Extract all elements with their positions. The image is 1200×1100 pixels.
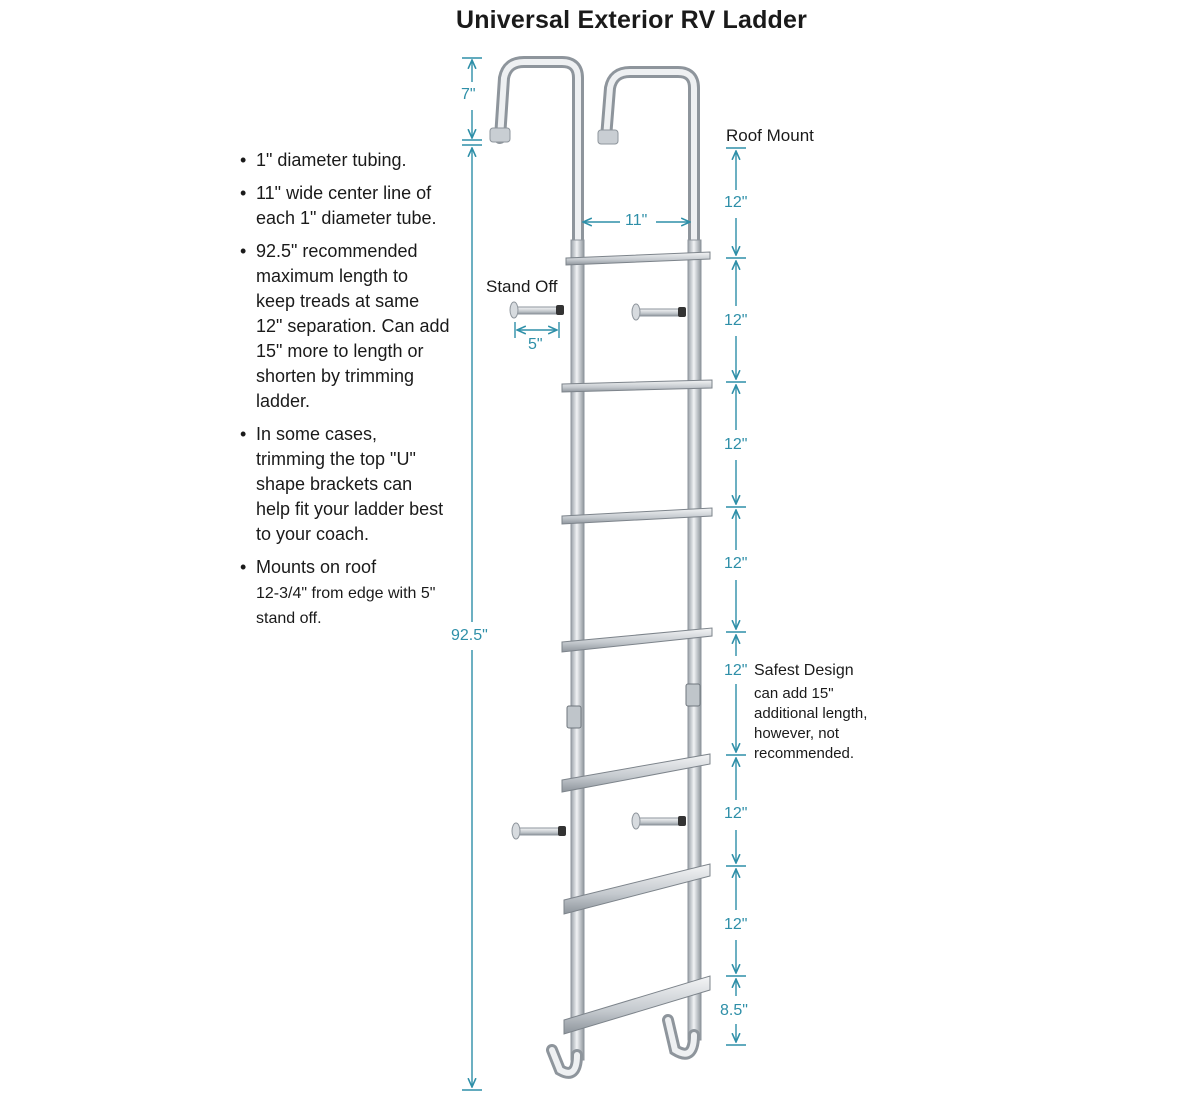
dim-label-spacing: 12": [724, 312, 748, 329]
standoff-bottom-left: [511, 822, 566, 840]
bullet-text: 1" diameter tubing.: [256, 150, 407, 170]
bullet-trimming: In some cases, trimming the top "U" shap…: [240, 422, 450, 547]
dim-label-hook: 7": [461, 86, 476, 103]
standoff-bottom-right: [631, 812, 686, 830]
diagram-title: Universal Exterior RV Ladder: [455, 6, 808, 34]
extension-note: can add 15" additional length, however, …: [754, 685, 868, 762]
roof-mount-label: Roof Mount: [726, 126, 814, 145]
tread-5: [561, 753, 711, 793]
hook-left-foot: [489, 127, 511, 143]
bullet-width: 11" wide center line of each 1" diameter…: [240, 181, 450, 231]
dim-label-spacing: 12": [724, 436, 748, 453]
standoff-top-left: [509, 301, 564, 319]
dim-label-spacing: 12": [724, 555, 748, 572]
dim-label-spacing: 12": [724, 194, 748, 211]
bottom-hooks: [546, 1014, 700, 1079]
bullet-mounts: Mounts on roof 12-3/4" from edge with 5" …: [240, 555, 450, 630]
dim-label-spacing: 12": [724, 662, 748, 679]
standoff-top-right: [631, 303, 686, 321]
treads: [561, 251, 713, 1035]
bullet-text: 92.5" recommended maximum length to keep…: [256, 241, 450, 411]
dimension-lines: [462, 57, 746, 1091]
bullet-text: Mounts on roof: [256, 557, 377, 577]
tread-6: [563, 863, 711, 915]
tread-1: [565, 251, 711, 266]
dim-label-width: 11": [625, 212, 648, 229]
rail-clamp-left: [566, 705, 582, 729]
bullet-text: In some cases, trimming the top "U" shap…: [256, 424, 444, 544]
bullet-tubing: 1" diameter tubing.: [240, 148, 450, 173]
tread-3: [561, 507, 713, 525]
rail-right: [687, 239, 702, 1041]
dim-label-spacing: 12": [724, 916, 748, 933]
dim-label-spacing: 12": [724, 805, 748, 822]
dim-label-standoff: 5": [528, 336, 543, 353]
hook-right-foot: [597, 129, 619, 145]
tread-2: [561, 379, 713, 393]
bullet-subtext: 12-3/4" from edge with 5" stand off.: [256, 585, 436, 627]
standoff-brackets: [509, 301, 686, 840]
dim-label-total: 92.5": [451, 627, 488, 644]
hook-left: [494, 56, 584, 256]
tread-4: [561, 627, 713, 653]
safest-design-label: Safest Design: [754, 662, 854, 679]
dim-label-bottom: 8.5": [720, 1002, 748, 1019]
tread-7: [563, 975, 711, 1035]
stand-off-label: Stand Off: [486, 277, 558, 296]
bullet-length: 92.5" recommended maximum length to keep…: [240, 239, 450, 414]
feature-list: 1" diameter tubing. 11" wide center line…: [240, 148, 450, 638]
rail-clamp-right: [685, 683, 701, 707]
bullet-text: 11" wide center line of each 1" diameter…: [256, 183, 437, 228]
hook-right: [600, 66, 700, 256]
